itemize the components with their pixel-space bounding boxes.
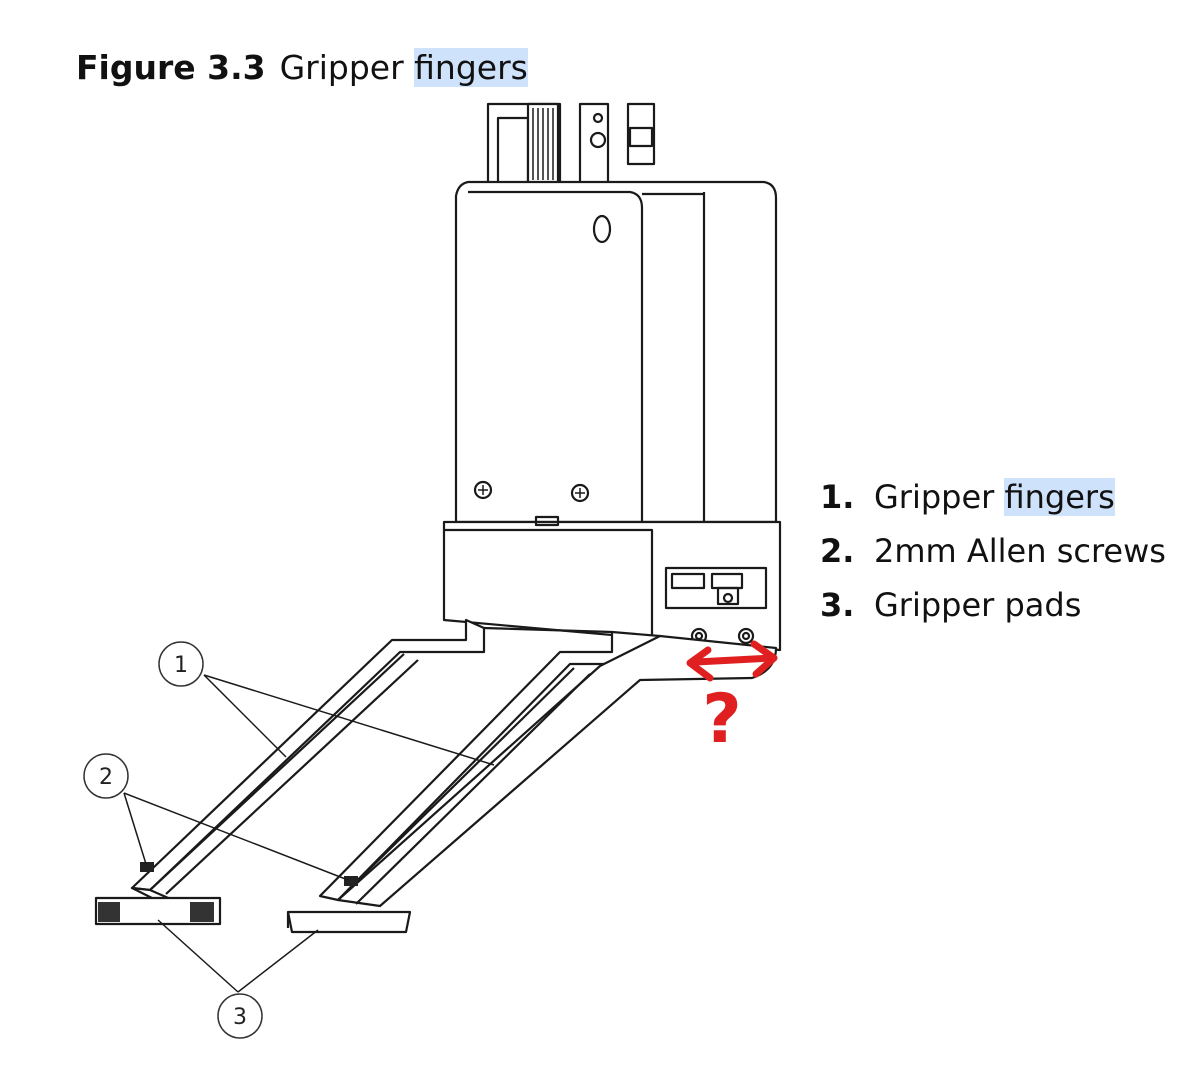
figure-title-highlight: fingers [414,48,528,87]
callout-1-label: 1 [174,653,188,678]
legend-text: Gripper [874,478,1005,516]
legend-item-fingers: 1. Gripper fingers [820,474,1166,528]
legend-text: 2mm Allen screws [874,532,1166,570]
callout-leaders [123,674,495,993]
figure-number: Figure 3.3 [76,48,266,87]
legend-number: 2. [820,532,855,570]
figure-caption: Figure 3.3 Gripper fingers [76,44,528,92]
gripper-lower-block [442,515,782,652]
gripper-pads [94,896,412,934]
figure-legend: 1. Gripper fingers 2. 2mm Allen screws 3. G… [820,474,1166,636]
legend-text-highlight: fingers [1004,478,1115,516]
allen-screws [140,862,358,886]
legend-item-allen-screws: 2. 2mm Allen screws [820,528,1166,582]
callout-1: 1 [158,641,204,687]
callout-2: 2 [83,753,129,799]
question-mark: ? [702,680,741,759]
gripper-fingers [130,618,778,908]
callout-3: 3 [217,993,263,1039]
callout-3-label: 3 [233,1005,247,1030]
callout-2-label: 2 [99,765,113,790]
legend-number: 1. [820,478,855,516]
legend-text: Gripper pads [874,586,1082,624]
red-annotation: ? [686,640,778,759]
double-arrow-icon [692,654,776,666]
gripper-top-mechanism [486,102,656,186]
legend-item-gripper-pads: 3. Gripper pads [820,582,1166,636]
figure-title-text: Gripper [279,48,415,87]
legend-number: 3. [820,586,855,624]
gripper-upper-housing [454,180,778,524]
